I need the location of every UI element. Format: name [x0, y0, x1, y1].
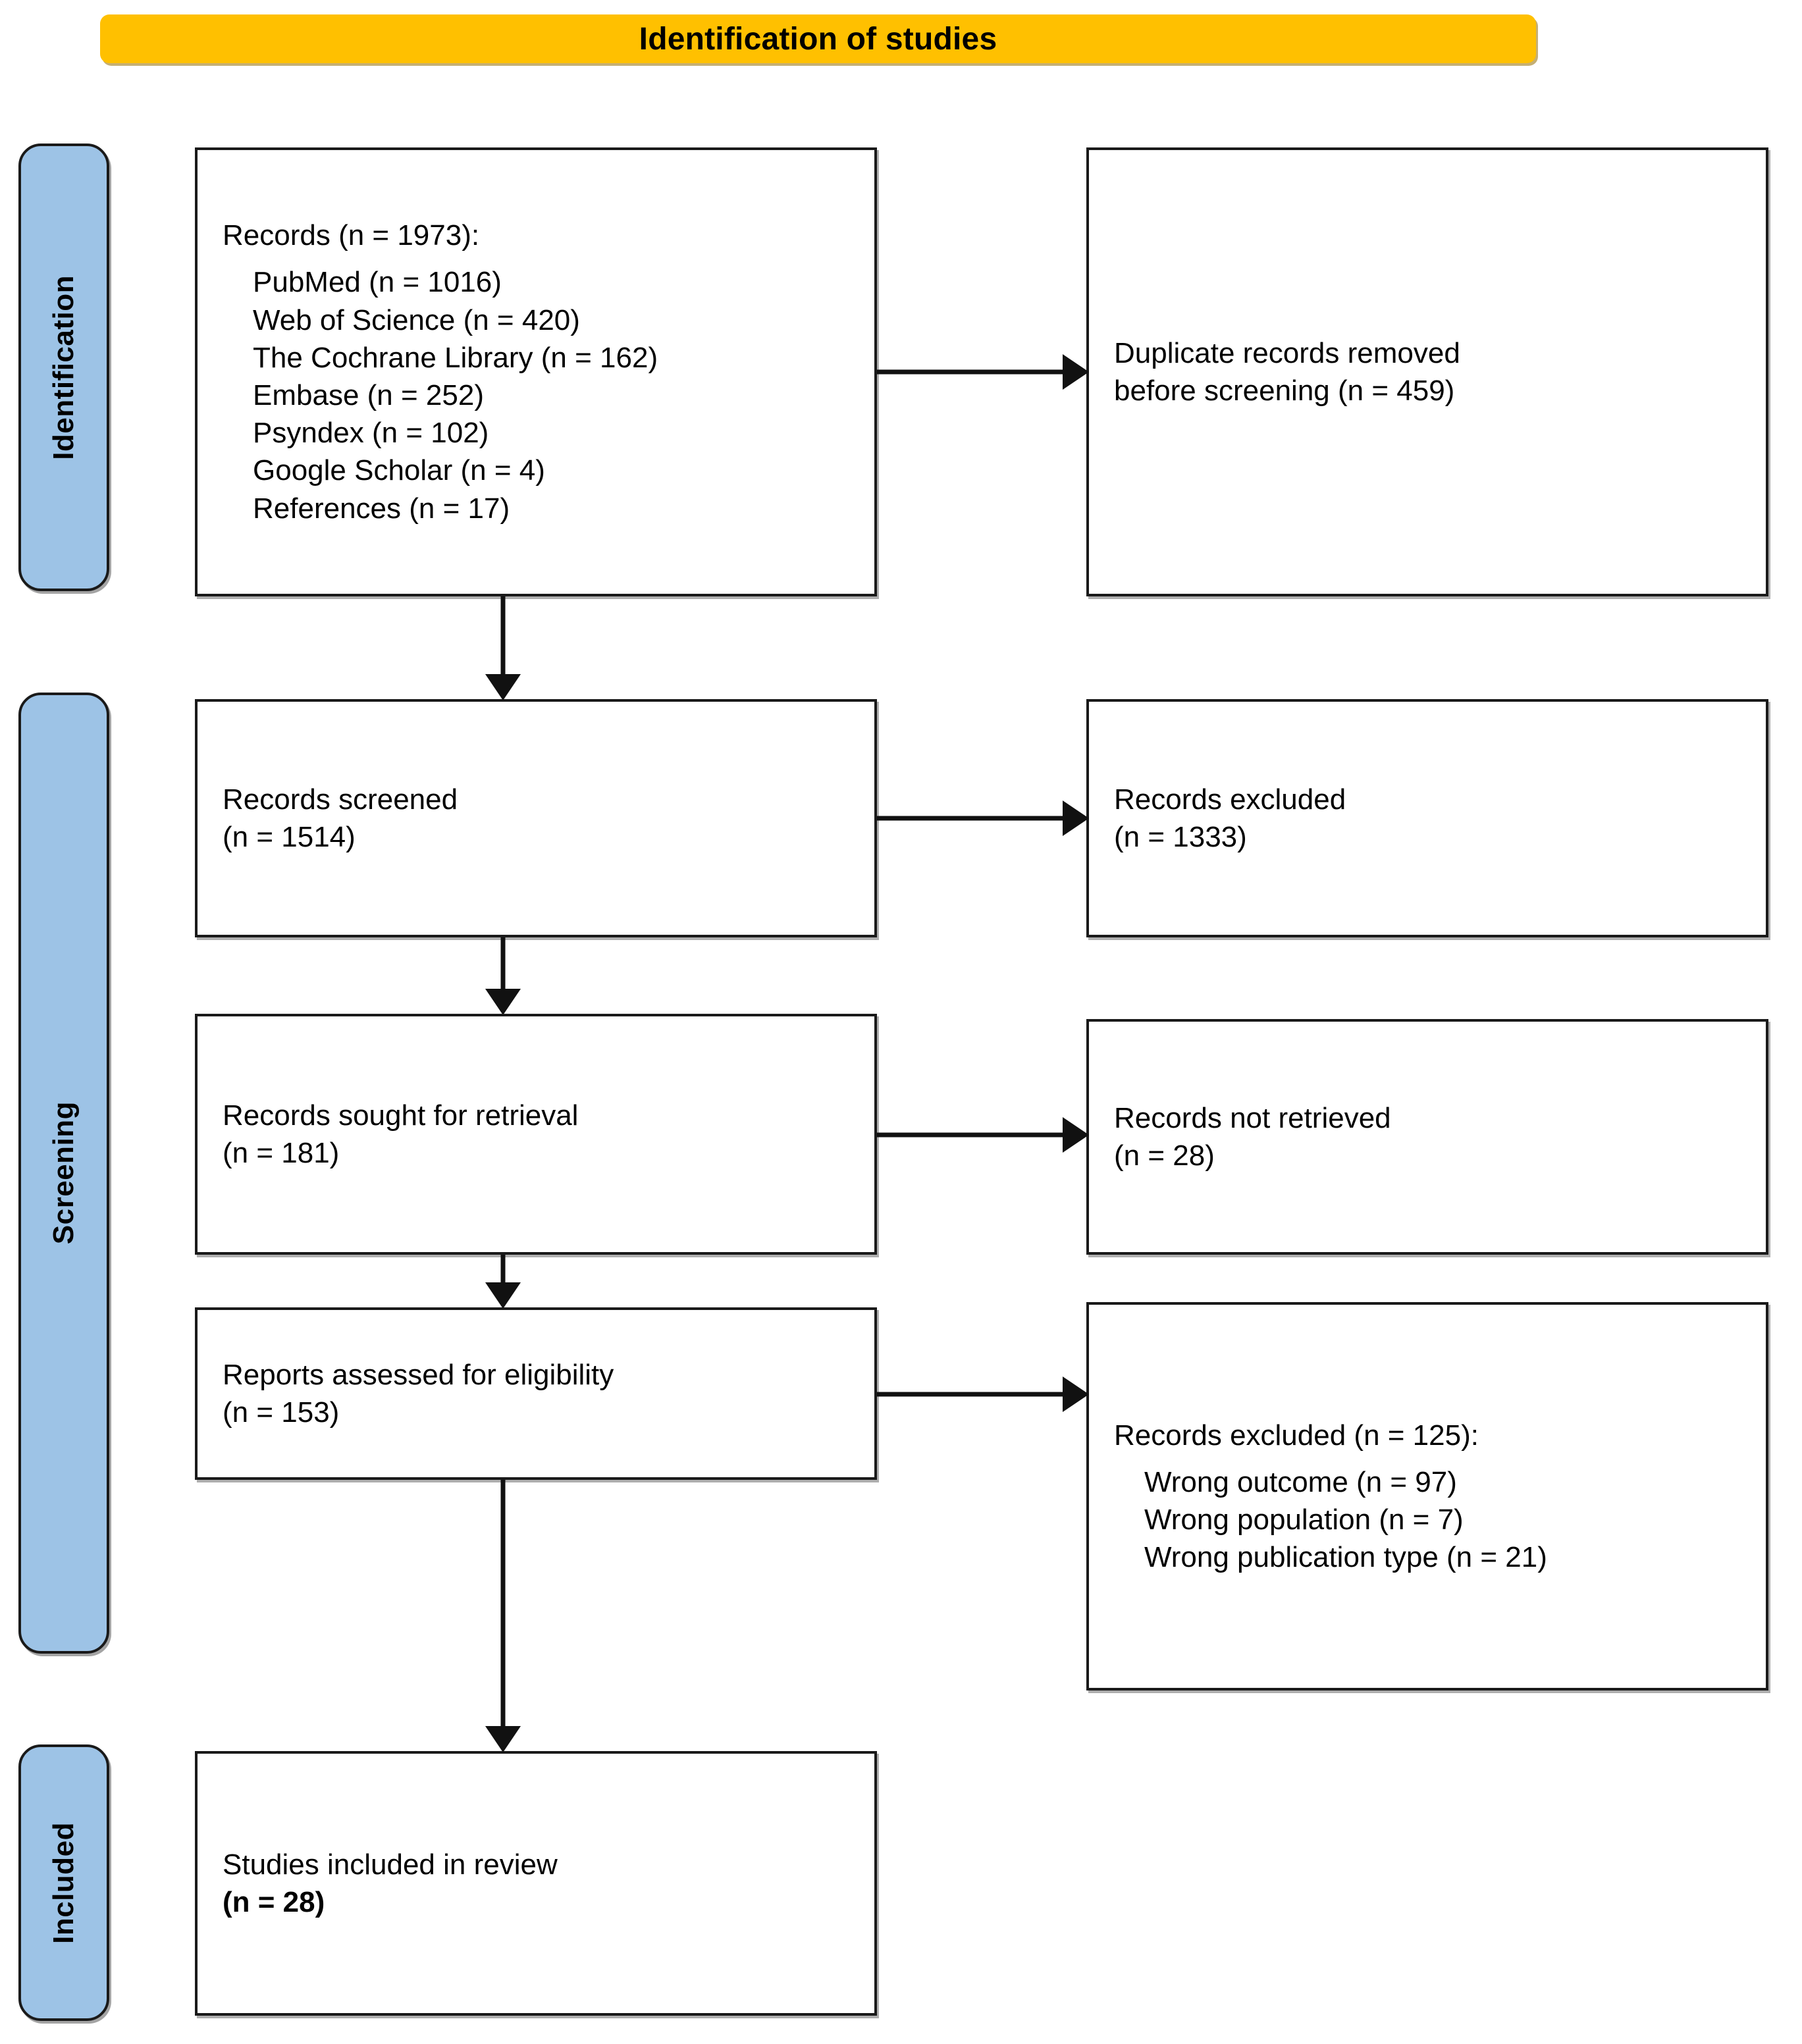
arrow-shaft: [500, 596, 506, 677]
records-source-pubmed: PubMed (n = 1016): [253, 266, 502, 299]
arrow-shaft: [877, 369, 1065, 375]
arrowhead-down-icon: [485, 1282, 521, 1309]
excluded-line-1: Records excluded: [1114, 783, 1346, 816]
included-line-2: (n = 28): [223, 1886, 325, 1918]
arrowhead-right-icon: [1063, 354, 1089, 390]
arrowhead-down-icon: [485, 674, 521, 700]
arrowhead-right-icon: [1063, 800, 1089, 836]
not-retrieved-line-2: (n = 28): [1114, 1140, 1215, 1172]
records-source-psyndex: Psyndex (n = 102): [253, 417, 489, 450]
arrowhead-down-icon: [485, 1726, 521, 1752]
excluded-reason-wrong-population: Wrong population (n = 7): [1144, 1504, 1464, 1536]
duplicates-line-1: Duplicate records removed: [1114, 336, 1460, 369]
records-source-google-scholar: Google Scholar (n = 4): [253, 454, 545, 487]
screened-line-1: Records screened: [223, 783, 458, 816]
box-duplicates-content: Duplicate records removed before screeni…: [1089, 334, 1766, 409]
arrow-shaft: [877, 816, 1065, 821]
box-excluded-content: Records excluded (n = 1333): [1089, 781, 1766, 856]
records-source-embase: Embase (n = 252): [253, 379, 484, 411]
box-records-excluded: Records excluded (n = 1333): [1086, 699, 1768, 937]
excluded-reason-wrong-publication-type: Wrong publication type (n = 21): [1144, 1541, 1547, 1574]
box-records-excluded-reasons: Records excluded (n = 125): Wrong outcom…: [1086, 1302, 1768, 1690]
box-records-identified: Records (n = 1973): PubMed (n = 1016) We…: [195, 147, 877, 596]
stage-tab-included: Included: [18, 1744, 109, 2021]
arrow-eligibility-to-included: [483, 1480, 523, 1752]
stage-tab-screening-label: Screening: [47, 1101, 80, 1245]
box-records-sought-for-retrieval: Records sought for retrieval (n = 181): [195, 1014, 877, 1255]
box-records-not-retrieved: Records not retrieved (n = 28): [1086, 1019, 1768, 1255]
stage-tab-identification: Identification: [18, 144, 109, 591]
arrow-eligibility-to-excluded-reasons: [877, 1375, 1089, 1414]
arrowhead-right-icon: [1063, 1376, 1089, 1412]
excluded-line-2: (n = 1333): [1114, 821, 1247, 853]
arrow-screened-to-sought: [483, 937, 523, 1015]
box-records-content: Records (n = 1973): PubMed (n = 1016) We…: [198, 217, 874, 527]
arrow-screened-to-excluded: [877, 799, 1089, 838]
banner-title: Identification of studies: [639, 21, 997, 57]
records-source-web-of-science: Web of Science (n = 420): [253, 303, 580, 336]
records-source-cochrane: The Cochrane Library (n = 162): [253, 341, 658, 374]
arrow-records-to-duplicates: [877, 352, 1089, 392]
arrowhead-down-icon: [485, 989, 521, 1015]
arrow-shaft: [500, 937, 506, 991]
box-included-content: Studies included in review (n = 28): [198, 1846, 874, 1921]
eligibility-line-1: Reports assessed for eligibility: [223, 1358, 614, 1391]
arrow-shaft: [500, 1255, 506, 1285]
box-sought-content: Records sought for retrieval (n = 181): [198, 1097, 874, 1172]
box-studies-included-in-review: Studies included in review (n = 28): [195, 1751, 877, 2016]
records-source-references: References (n = 17): [253, 492, 510, 525]
arrow-shaft: [877, 1392, 1065, 1397]
excluded-reason-wrong-outcome: Wrong outcome (n = 97): [1144, 1465, 1457, 1498]
arrow-sought-to-eligibility: [483, 1255, 523, 1309]
box-records-screened: Records screened (n = 1514): [195, 699, 877, 937]
arrow-shaft: [877, 1132, 1065, 1138]
eligibility-line-2: (n = 153): [223, 1396, 340, 1428]
box-screened-content: Records screened (n = 1514): [198, 781, 874, 856]
duplicates-line-2: before screening (n = 459): [1114, 375, 1455, 407]
included-line-1: Studies included in review: [223, 1848, 558, 1881]
stage-tab-screening: Screening: [18, 693, 109, 1654]
stage-tab-included-label: Included: [47, 1821, 80, 1944]
not-retrieved-line-1: Records not retrieved: [1114, 1101, 1391, 1134]
box-reports-assessed-for-eligibility: Reports assessed for eligibility (n = 15…: [195, 1307, 877, 1480]
excluded-reasons-heading: Records excluded (n = 125):: [1114, 1419, 1479, 1452]
sought-line-2: (n = 181): [223, 1137, 340, 1169]
box-not-retrieved-content: Records not retrieved (n = 28): [1089, 1099, 1766, 1174]
arrow-shaft: [500, 1480, 506, 1729]
records-heading: Records (n = 1973):: [223, 219, 480, 252]
stage-tab-identification-label: Identification: [47, 275, 80, 460]
arrowhead-right-icon: [1063, 1117, 1089, 1153]
arrow-records-to-screened: [483, 596, 523, 700]
box-excluded-reasons-content: Records excluded (n = 125): Wrong outcom…: [1089, 1417, 1766, 1577]
arrow-sought-to-not-retrieved: [877, 1115, 1089, 1155]
sought-line-1: Records sought for retrieval: [223, 1099, 579, 1132]
box-duplicate-records-removed: Duplicate records removed before screeni…: [1086, 147, 1768, 596]
screened-line-2: (n = 1514): [223, 821, 356, 853]
box-eligibility-content: Reports assessed for eligibility (n = 15…: [198, 1356, 874, 1431]
identification-banner: Identification of studies: [100, 14, 1536, 63]
